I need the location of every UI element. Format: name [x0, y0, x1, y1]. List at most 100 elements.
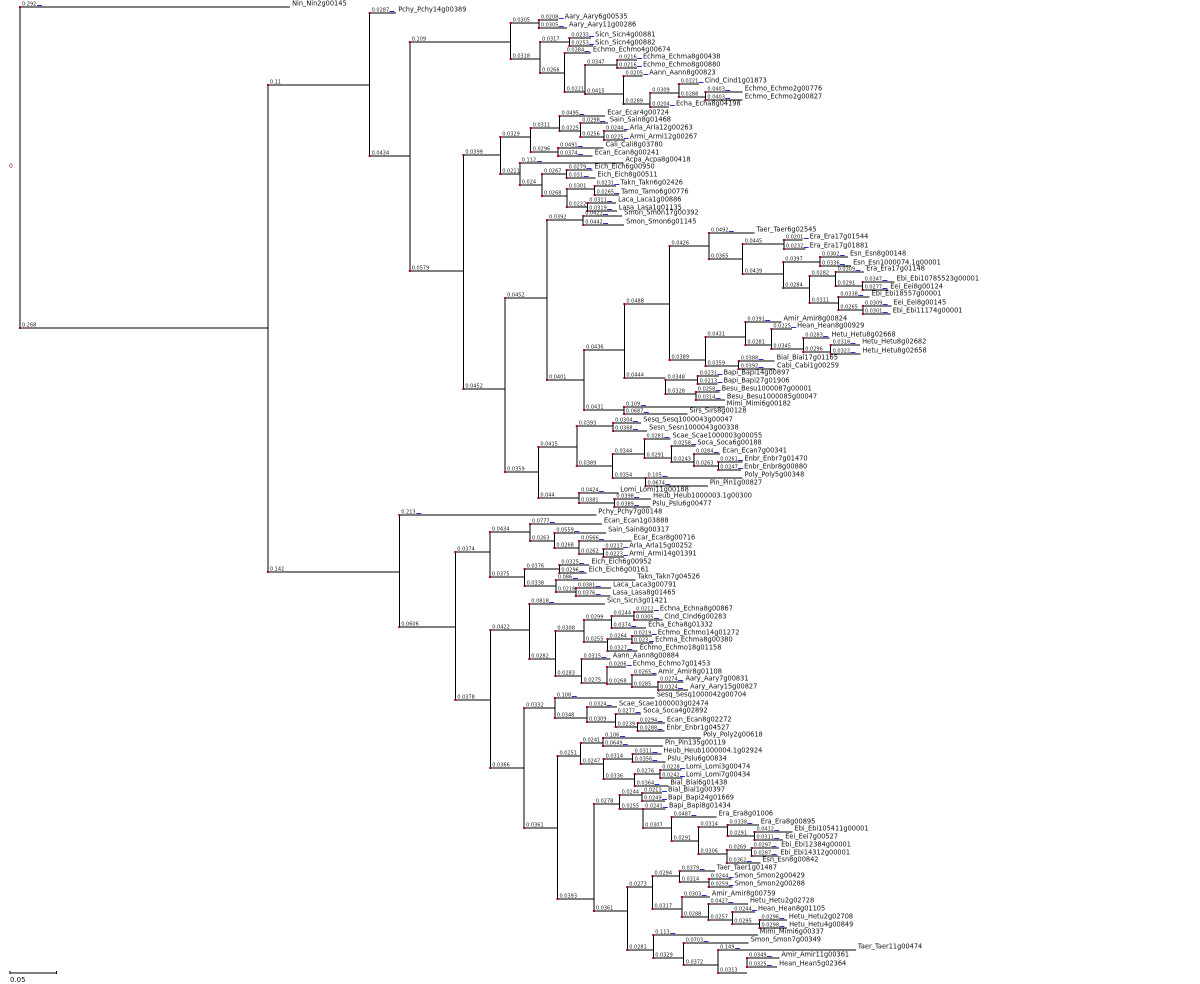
branch-length-label-129: 0.0398 [616, 494, 634, 500]
branch-length-label-52: 0.0222 [569, 202, 587, 208]
leaf-label-195: Heub_Heub1000004.1g02924 [663, 747, 762, 755]
leaf-label-16: Sicn_Sicn4g00882 [595, 39, 655, 47]
node-marker-16 [568, 45, 571, 47]
leaf-label-56: Lasa_Lasa1g01135 [619, 204, 682, 212]
node-marker-36 [529, 151, 532, 153]
node-marker-146 [523, 585, 526, 587]
leaf-label-73: Era_Era17g01544 [810, 233, 869, 241]
leaf-label-113: Sesq_Sesq1000043g00047 [643, 416, 733, 424]
branch-length-label-219: 0.0297 [754, 843, 772, 849]
branch-length-label-188: 0.0393 [560, 894, 578, 900]
node-marker-94 [770, 348, 773, 350]
leaf-label-97: Hetu_Hetu8g02682 [862, 338, 926, 346]
branch-length-label-64: 0.0431 [586, 405, 604, 411]
leaf-label-105: Besu_Besu1000087g00001 [722, 385, 812, 393]
node-marker-207 [642, 808, 645, 810]
leaf-label-124: Enbr_Enbr8g00880 [744, 463, 807, 471]
node-marker-230 [680, 916, 683, 918]
node-marker-100 [737, 368, 740, 370]
branch-length-label-5: 0.0287 [372, 8, 390, 14]
branch-length-label-209: 0.0487 [674, 812, 692, 818]
node-marker-8 [408, 270, 411, 272]
leaf-label-78: Esn_Esn1000074.1g00001 [853, 259, 941, 267]
branch-length-label-235: 0.0296 [762, 915, 780, 921]
branch-length-label-26: 0.0204 [652, 102, 670, 108]
branch-length-label-241: 0.149 [720, 945, 734, 951]
node-marker-105 [694, 391, 697, 393]
branch-length-label-117: 0.0281 [647, 434, 665, 440]
leaf-label-152: Lasa_Lasa8g01465 [613, 589, 676, 597]
leaf-label-206: Bapi_Bapi24g01669 [668, 794, 734, 802]
node-marker-201 [592, 803, 595, 805]
branch-length-label-108: 0.0687 [626, 409, 644, 415]
node-marker-115 [611, 453, 614, 455]
node-marker-208 [642, 827, 645, 829]
node-marker-84 [861, 289, 864, 291]
node-marker-70 [707, 258, 710, 260]
node-marker-172 [606, 683, 609, 685]
leaf-label-83: Ebi_Ebi10785523g00001 [897, 275, 979, 283]
branch-length-label-128: 0.0381 [581, 498, 599, 504]
leaf-label-185: Ecan_Ecan8g02272 [667, 716, 732, 724]
branch-length-label-242: 0.0313 [720, 968, 738, 974]
node-marker-136 [488, 576, 491, 578]
branch-length-label-80: 0.0311 [812, 298, 830, 304]
leaf-label-171: Echmo_Echmo7g01453 [633, 660, 711, 668]
node-marker-34 [499, 173, 502, 175]
node-marker-152 [574, 595, 577, 597]
branch-length-label-131: 0.213 [401, 510, 415, 516]
node-marker-159 [582, 619, 585, 621]
branch-length-label-103: 0.0231 [700, 371, 718, 377]
branch-length-label-81: 0.0309 [838, 267, 856, 273]
node-marker-141 [578, 540, 581, 542]
branch-length-label-60: 0.0401 [549, 375, 567, 381]
branch-length-label-112: 0.0389 [579, 461, 597, 467]
leaf-label-162: Echa_Echa8g01332 [648, 621, 713, 629]
branch-length-label-229: 0.0303 [684, 892, 702, 898]
leaf-label-166: Echmo_Echmo18g01158 [640, 644, 722, 652]
node-marker-130 [613, 506, 616, 508]
leaf-label-37: Ecar_Ecar4g00724 [607, 109, 669, 117]
node-marker-166 [606, 650, 609, 652]
branch-length-label-154: 0.0366 [492, 763, 510, 769]
branch-length-label-66: 0.0444 [626, 373, 644, 379]
branch-length-label-58: 0.0359 [507, 467, 524, 473]
node-marker-189 [579, 742, 582, 744]
branch-length-label-53: 0.0231 [597, 181, 615, 187]
leaf-label-219: Ebi_Ebi12384g00001 [781, 841, 851, 849]
leaf-label-243: Amir_Amir11g00361 [781, 951, 849, 959]
branch-length-label-91: 0.0391 [747, 317, 765, 323]
branch-length-label-41: 0.0244 [606, 126, 624, 132]
node-marker-199 [659, 769, 662, 771]
node-marker-180 [553, 717, 556, 719]
branch-length-label-116: 0.0354 [615, 473, 633, 479]
leaf-label-126: Pin_Pin1g00827 [710, 479, 762, 487]
leaf-label-147: Eich_Eich6g00952 [591, 558, 651, 566]
node-marker-161 [610, 615, 613, 617]
node-marker-99 [737, 360, 740, 362]
node-marker-76 [782, 287, 785, 289]
branch-length-label-149: 0.086 [558, 575, 572, 581]
leaf-label-241: Taer_Taer11g00474 [857, 943, 922, 951]
leaf-label-233: Hean_Hean8g01105 [758, 905, 825, 913]
leaf-label-91: Amir_Amir8g00824 [784, 315, 848, 323]
leaf-label-228: Smon_Smon2g00288 [735, 880, 805, 888]
node-marker-232 [707, 919, 710, 921]
node-marker-202 [592, 910, 595, 912]
node-marker-59 [545, 219, 548, 221]
branch-length-label-17: 0.0284 [567, 48, 585, 54]
node-marker-219 [750, 847, 753, 849]
branch-length-label-238: 0.0329 [655, 953, 673, 959]
node-marker-28 [677, 96, 680, 98]
branch-length-label-118: 0.0291 [647, 453, 665, 459]
branch-length-label-244: 0.0325 [749, 962, 767, 968]
node-marker-114 [612, 430, 615, 432]
branch-length-label-88: 0.0301 [865, 309, 883, 315]
node-marker-209 [670, 816, 673, 818]
branch-length-label-120: 0.0243 [673, 457, 691, 463]
leaf-label-227: Smon_Smon2g00429 [735, 872, 805, 880]
branch-length-label-142: 0.0262 [581, 549, 599, 555]
node-marker-206 [641, 800, 644, 802]
branch-length-label-138: 0.0263 [532, 536, 550, 542]
branch-length-label-75: 0.0397 [785, 257, 803, 263]
